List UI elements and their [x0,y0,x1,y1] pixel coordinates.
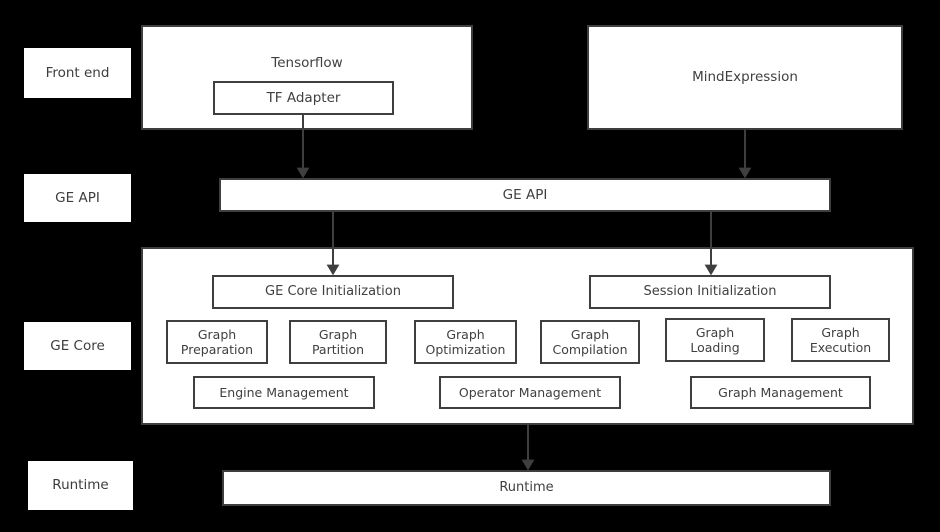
layer-label-front-end-text: Front end [45,64,110,81]
graph-compilation-label: Graph Compilation [552,327,628,357]
ge-core-initialization-label: GE Core Initialization [265,284,401,300]
graph-loading-label: Graph Loading [690,325,740,355]
graph-partition-label: Graph Partition [311,327,365,357]
layer-label-ge-core-text: GE Core [50,337,105,354]
tf-adapter-box[interactable]: TF Adapter [213,81,394,115]
graph-management-box[interactable]: Graph Management [690,376,871,409]
layer-label-runtime-text: Runtime [52,477,109,494]
graph-preparation-label: Graph Preparation [180,327,254,357]
engine-management-label: Engine Management [219,385,349,400]
session-initialization-label: Session Initialization [643,284,777,300]
graph-execution-box[interactable]: Graph Execution [791,318,890,362]
layer-label-ge-api: GE API [24,174,131,222]
ge-core-initialization-box[interactable]: GE Core Initialization [212,275,454,309]
graph-optimization-box[interactable]: Graph Optimization [414,320,517,364]
layer-label-runtime: Runtime [28,461,133,510]
mindexpression-box[interactable]: MindExpression [587,25,903,130]
layer-label-ge-core: GE Core [24,322,131,370]
graph-loading-box[interactable]: Graph Loading [665,318,765,362]
ge-api-bar[interactable]: GE API [219,178,831,212]
runtime-bar-label: Runtime [499,480,554,496]
graph-compilation-box[interactable]: Graph Compilation [540,320,640,364]
layer-label-front-end: Front end [24,48,131,98]
graph-management-label: Graph Management [718,385,843,400]
engine-management-box[interactable]: Engine Management [193,376,375,409]
ge-api-bar-label: GE API [502,186,548,203]
graph-partition-box[interactable]: Graph Partition [289,320,387,364]
layer-label-ge-api-text: GE API [55,189,100,206]
operator-management-label: Operator Management [458,385,602,400]
graph-execution-label: Graph Execution [809,325,872,355]
mindexpression-label: MindExpression [692,69,798,86]
runtime-bar[interactable]: Runtime [222,470,831,506]
graph-preparation-box[interactable]: Graph Preparation [166,320,268,364]
operator-management-box[interactable]: Operator Management [439,376,621,409]
tensorflow-label: Tensorflow [271,54,343,71]
tf-adapter-label: TF Adapter [266,89,341,106]
graph-optimization-label: Graph Optimization [425,327,506,357]
session-initialization-box[interactable]: Session Initialization [589,275,831,309]
